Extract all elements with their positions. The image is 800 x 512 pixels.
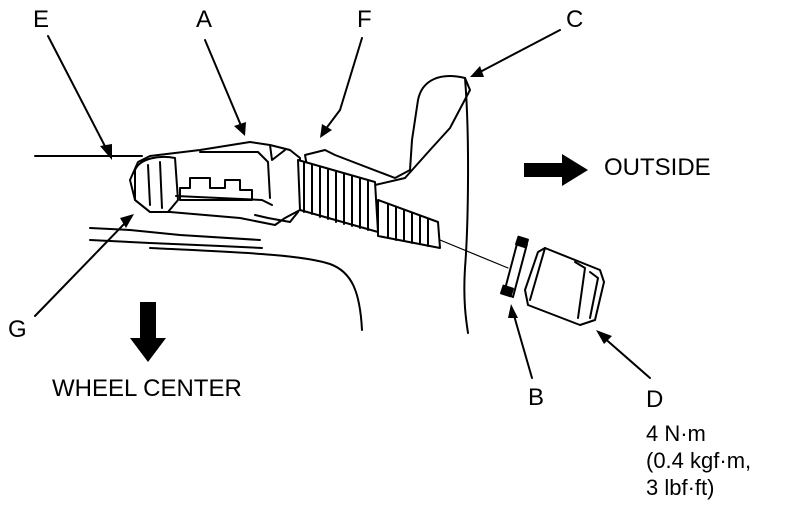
sensor-top-edge xyxy=(199,151,271,199)
sensor-side-edge xyxy=(269,144,286,161)
rim-inner-line-2 xyxy=(89,239,263,249)
valve-stem-tip xyxy=(377,199,441,249)
leader-c xyxy=(479,29,561,73)
leader-b xyxy=(512,311,533,379)
direction-wheel-center: WHEEL CENTER xyxy=(52,375,242,402)
valve-tip-threads xyxy=(387,203,429,247)
valve-stem-threads xyxy=(303,162,369,231)
torque-spec-line: (0.4 kgf·m, xyxy=(646,448,752,473)
leader-f xyxy=(324,37,363,131)
sensor-foot xyxy=(254,211,299,223)
sensor-cap-inner-2 xyxy=(159,161,163,209)
label-e: E xyxy=(33,6,50,33)
sensor-cap-inner xyxy=(147,164,151,206)
arrowhead-g xyxy=(120,214,134,228)
rim-inner-line xyxy=(89,227,261,241)
label-f: F xyxy=(357,6,372,33)
arrowhead-b xyxy=(508,304,518,318)
sensor-step xyxy=(175,195,273,206)
torque-spec-line: 4 N·m xyxy=(646,421,706,446)
arrowhead-e xyxy=(100,144,112,160)
label-d: D xyxy=(646,386,664,413)
rim-outer-edge xyxy=(463,77,470,334)
leader-g xyxy=(34,219,129,317)
arrowhead-c xyxy=(470,66,484,77)
leader-a xyxy=(204,39,243,129)
arrowhead-a xyxy=(234,122,246,136)
outside-arrow-icon xyxy=(524,154,588,186)
cap-nut xyxy=(524,247,605,326)
sensor-cap xyxy=(134,155,179,213)
valve-stem-body xyxy=(297,159,379,233)
valve-axis-line xyxy=(439,239,509,269)
arrowhead-d xyxy=(596,330,612,344)
label-g: G xyxy=(8,316,27,343)
washer-bottom-mark xyxy=(500,284,514,298)
arrowhead-f xyxy=(320,124,332,138)
cap-nut-facet xyxy=(574,261,586,319)
cap-nut-facet-2 xyxy=(589,271,599,319)
washer-top-mark xyxy=(515,235,529,249)
label-c: C xyxy=(566,6,584,33)
leader-e xyxy=(47,35,109,153)
leader-d xyxy=(601,335,651,379)
direction-outside: OUTSIDE xyxy=(604,154,711,181)
torque-spec: 4 N·m (0.4 kgf·m, 3 lbf·ft) xyxy=(646,420,751,501)
rim-flange xyxy=(304,75,471,186)
torque-spec-line: 3 lbf·ft) xyxy=(646,475,715,500)
label-a: A xyxy=(196,6,213,33)
cap-nut-edge xyxy=(529,247,546,301)
wheel-center-arrow-icon xyxy=(130,302,166,362)
label-b: B xyxy=(528,384,545,411)
rim-contour xyxy=(149,247,363,331)
